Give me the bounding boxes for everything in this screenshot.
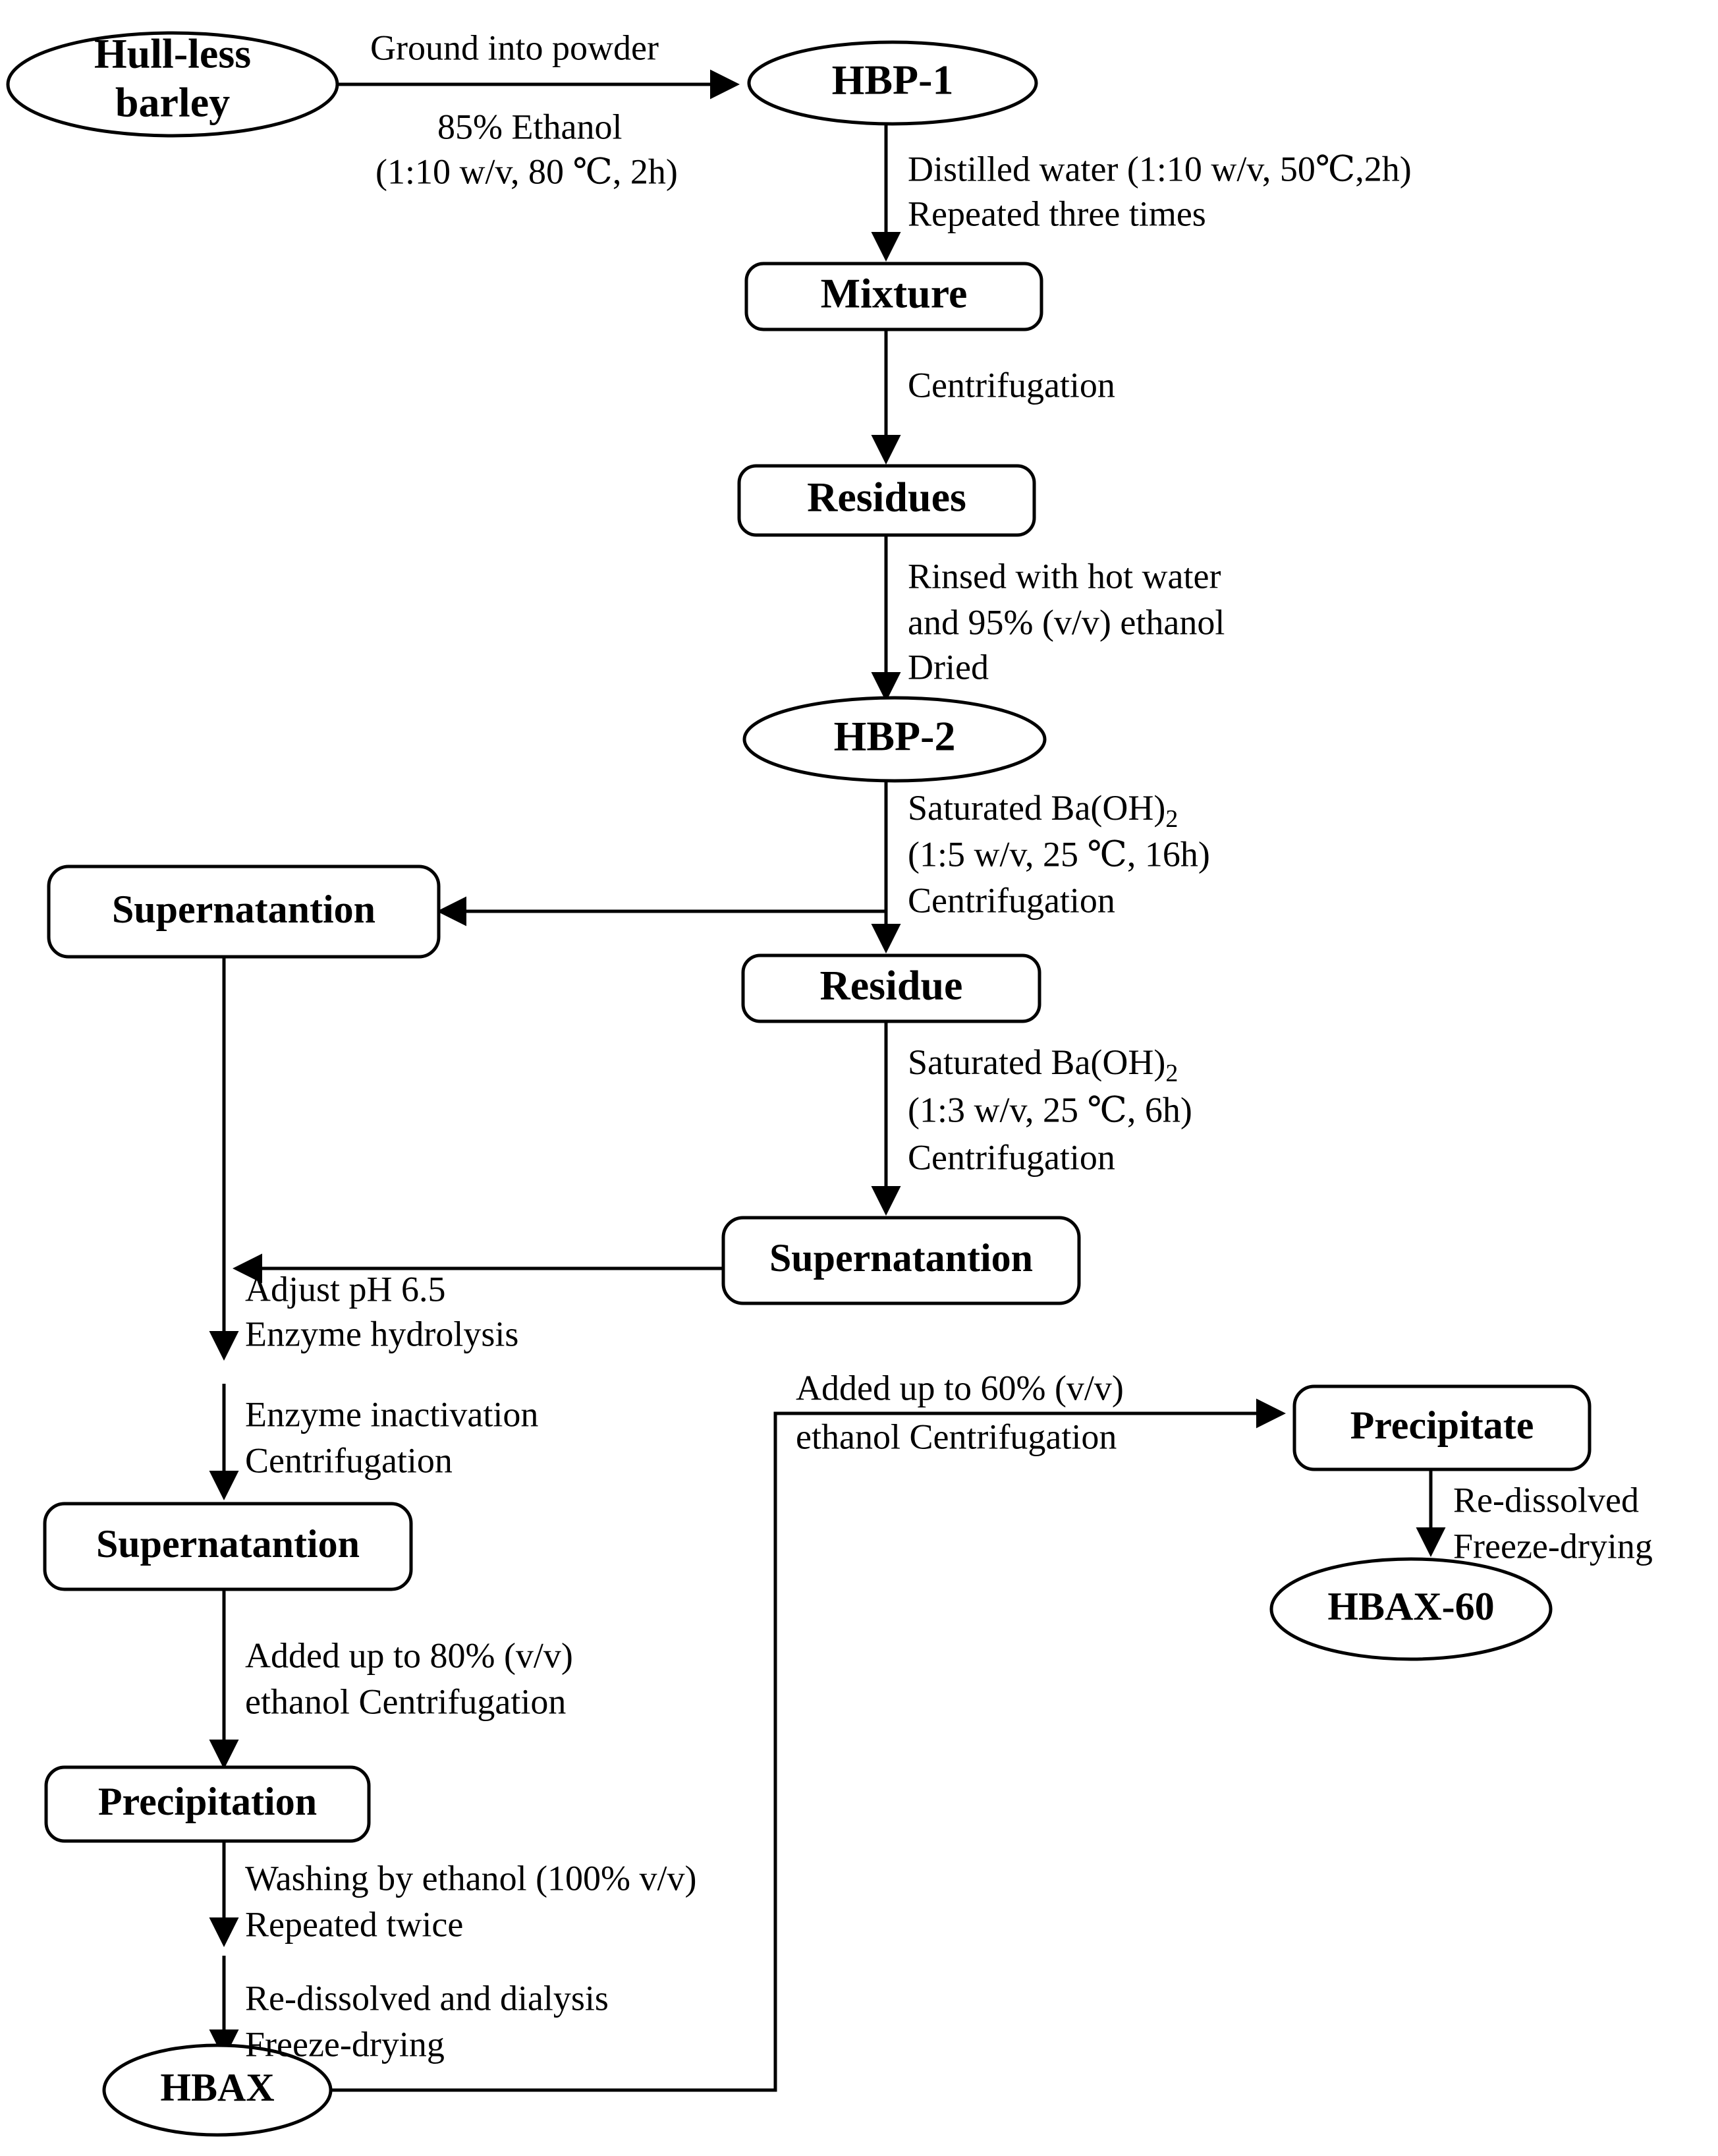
edge-label-repeated-twice: Repeated twice xyxy=(245,1904,463,1944)
node-residues-label: Residues xyxy=(807,474,966,521)
edge-label-rinsed-hot-water: Rinsed with hot water xyxy=(908,556,1221,596)
node-precipitate-label: Precipitate xyxy=(1350,1404,1534,1447)
node-residues[interactable] xyxy=(737,464,1036,537)
node-hbp2[interactable] xyxy=(742,696,1047,783)
edge-label-baoh-2-conditions: (1:3 w/v, 25 ℃, 6h) xyxy=(908,1090,1192,1129)
node-precipitation[interactable] xyxy=(44,1765,371,1843)
edge-label-adjust-ph: Adjust pH 6.5 xyxy=(245,1269,446,1309)
edge-label-centrifugation-3: Centrifugation xyxy=(908,1137,1115,1177)
node-hbp2-label: HBP-2 xyxy=(834,713,956,760)
edge-label-washing-ethanol: Washing by ethanol (100% v/v) xyxy=(245,1858,697,1898)
edge-label-centrifugation-1: Centrifugation xyxy=(908,365,1115,405)
edge-label-added-80-ethanol: Added up to 80% (v/v) xyxy=(245,1635,573,1675)
node-mixture[interactable] xyxy=(744,262,1043,331)
node-precipitation-label: Precipitation xyxy=(98,1780,317,1823)
node-supernatantion-2-label: Supernatantion xyxy=(769,1236,1033,1280)
edge-label-freeze-drying-1: Freeze-drying xyxy=(245,2024,445,2064)
node-hbp1-label: HBP-1 xyxy=(832,57,954,103)
edge-label-centrifugation-2: Centrifugation xyxy=(908,880,1115,920)
edge-label-ground-into-powder: Ground into powder xyxy=(370,28,659,67)
node-supernatantion-3[interactable] xyxy=(43,1502,413,1591)
node-residue-label: Residue xyxy=(820,962,963,1009)
edge-label-redissolved-dialysis: Re-dissolved and dialysis xyxy=(245,1978,609,2018)
edge-label-95-ethanol: and 95% (v/v) ethanol xyxy=(908,602,1225,642)
node-hull-less-barley-label-line2: barley xyxy=(115,79,230,126)
node-hbax60-label: HBAX-60 xyxy=(1327,1585,1494,1628)
edge-label-saturated-baoh-1-text: Saturated Ba(OH) xyxy=(908,788,1165,828)
edge-label-saturated-baoh-1-subscript: 2 xyxy=(1165,805,1178,833)
edge-hbax-to-precipitate xyxy=(327,1398,1286,2092)
node-residue[interactable] xyxy=(741,953,1041,1023)
edge-label-60-ethanol-centrifugation: ethanol Centrifugation xyxy=(796,1417,1117,1456)
node-hull-less-barley[interactable] xyxy=(6,31,339,138)
edge-label-85-ethanol: 85% Ethanol xyxy=(437,107,622,146)
node-supernatantion-2[interactable] xyxy=(721,1216,1081,1305)
node-hbax-label: HBAX xyxy=(160,2066,274,2109)
edge-label-80-ethanol-centrifugation: ethanol Centrifugation xyxy=(245,1682,566,1721)
node-mixture-label: Mixture xyxy=(821,270,968,317)
edge-label-saturated-baoh-2: Saturated Ba(OH)2 xyxy=(908,1042,1178,1087)
edge-label-added-60-ethanol: Added up to 60% (v/v) xyxy=(796,1368,1124,1407)
node-precipitate[interactable] xyxy=(1292,1384,1592,1471)
edge-label-enzyme-inactivation: Enzyme inactivation xyxy=(245,1394,538,1434)
edge-label-saturated-baoh-2-subscript: 2 xyxy=(1165,1060,1178,1087)
node-supernatantion-3-label: Supernatantion xyxy=(96,1522,360,1566)
edge-label-ethanol-conditions: (1:10 w/v, 80 ℃, 2h) xyxy=(375,152,678,191)
node-hbp1[interactable] xyxy=(747,40,1038,126)
edge-label-enzyme-hydrolysis: Enzyme hydrolysis xyxy=(245,1314,518,1353)
node-supernatantion-1-label: Supernatantion xyxy=(112,888,375,931)
edge-label-dried: Dried xyxy=(908,647,989,687)
edge-label-redissolved: Re-dissolved xyxy=(1453,1480,1639,1519)
edge-label-freeze-drying-2: Freeze-drying xyxy=(1453,1526,1653,1566)
node-hbax[interactable] xyxy=(102,2043,333,2137)
edge-label-distilled-water: Distilled water (1:10 w/v, 50℃,2h) xyxy=(908,149,1412,188)
node-hbax60[interactable] xyxy=(1269,1557,1553,1661)
edge-label-repeated-three-times: Repeated three times xyxy=(908,194,1206,233)
node-hull-less-barley-label-line1: Hull-less xyxy=(94,30,251,77)
edge-label-baoh-1-conditions: (1:5 w/v, 25 ℃, 16h) xyxy=(908,834,1210,874)
edge-label-saturated-baoh-1: Saturated Ba(OH)2 xyxy=(908,788,1178,832)
edge-label-saturated-baoh-2-text: Saturated Ba(OH) xyxy=(908,1042,1165,1082)
edge-label-centrifugation-4: Centrifugation xyxy=(245,1440,453,1480)
node-supernatantion-1[interactable] xyxy=(47,865,441,959)
